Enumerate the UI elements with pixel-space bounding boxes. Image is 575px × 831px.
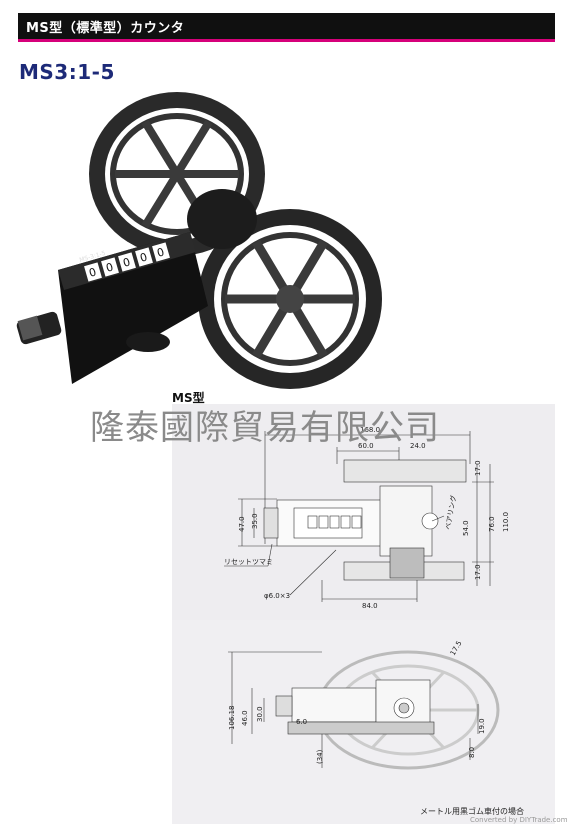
dim-19: 19.0 — [478, 718, 486, 734]
dim-30: 30.0 — [256, 706, 264, 722]
header-bar: MS型（標準型）カウンタ — [18, 13, 555, 42]
bearing-label: ベアリング — [443, 494, 458, 530]
dim-overall-width: 168.0 — [360, 426, 380, 434]
counter-digit: 0 — [122, 255, 132, 269]
dim-34: (34) — [316, 749, 324, 764]
dim-84: 84.0 — [362, 602, 378, 610]
dim-110: 110.0 — [502, 512, 510, 532]
dim-6: 6.0 — [296, 718, 307, 726]
dim-106: 106.18 — [228, 706, 236, 731]
header-title: MS型（標準型）カウンタ — [26, 21, 185, 36]
dim-angle: 17.5 — [449, 639, 464, 657]
dim-47: 47.0 — [238, 516, 246, 532]
drawing-label: MS型 — [172, 391, 205, 405]
dim-h-top: 17.0 — [474, 460, 482, 476]
dim-8: 8.0 — [468, 747, 476, 758]
dim-35: 35.0 — [251, 513, 259, 529]
dim-24: 24.0 — [410, 442, 426, 450]
dim-h-bottom: 17.0 — [474, 564, 482, 580]
technical-drawing: 168.0 60.0 24.0 17.0 76.0 110.0 17.0 47.… — [224, 426, 510, 770]
reset-knob-label: リセットツマミ — [224, 558, 273, 566]
counter-digit: 0 — [105, 260, 115, 274]
model-title: MS3:1-5 — [19, 60, 115, 84]
dim-76: 76.0 — [488, 516, 496, 532]
company-watermark: 隆泰國際貿易有限公司 — [90, 408, 440, 448]
counter-digit: 0 — [139, 250, 149, 264]
footer-watermark: Converted by DIYTrade.com — [470, 816, 568, 824]
dim-60: 60.0 — [358, 442, 374, 450]
counter-digit: 0 — [156, 245, 166, 259]
dim-54: 54.0 — [462, 520, 470, 536]
drawing-caption: メートル用黒ゴム車付の場合 — [420, 807, 524, 816]
dim-hole: φ6.0×3 — [264, 592, 290, 600]
reset-knob — [16, 311, 62, 345]
dim-46: 46.0 — [241, 710, 249, 726]
counter-digit: 0 — [88, 265, 98, 279]
front-wheel — [198, 209, 382, 389]
